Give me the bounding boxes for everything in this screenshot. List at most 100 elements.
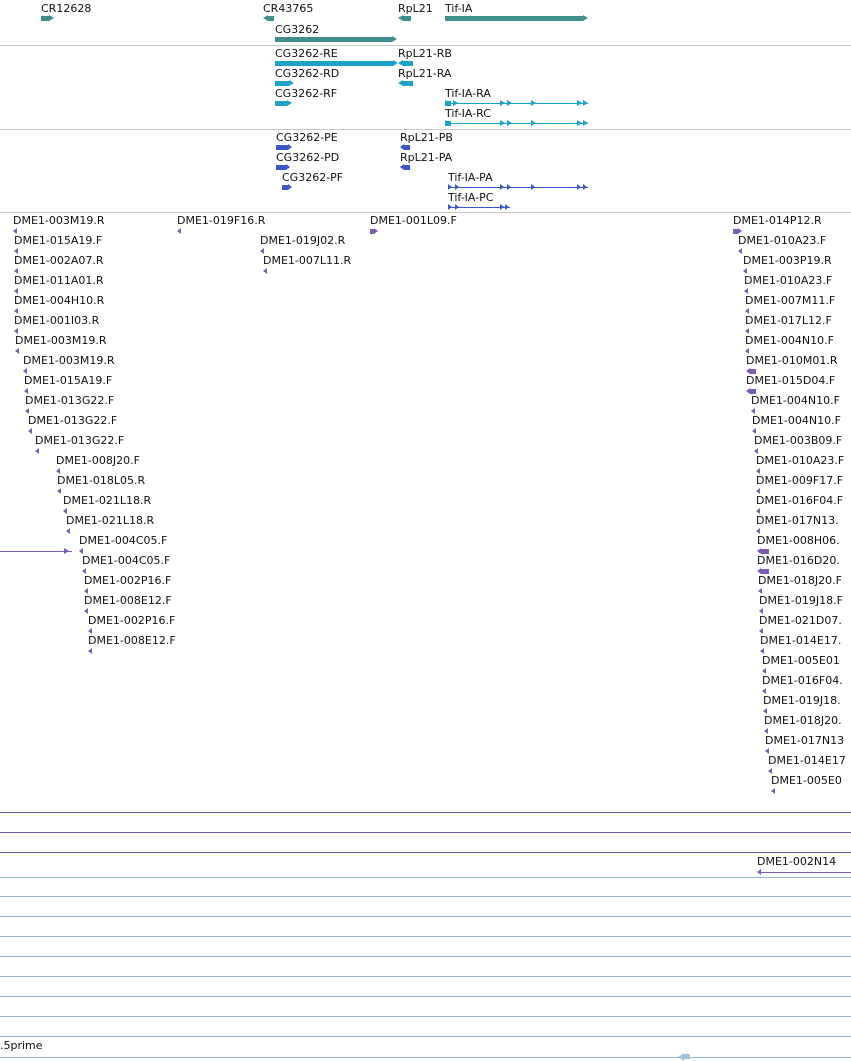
est-label[interactable]: DME1-010A23.F — [756, 454, 845, 467]
est-label[interactable]: DME1-005E0 — [771, 774, 842, 787]
protein-label-tif-ia-pc[interactable]: Tif-IA-PC — [448, 191, 494, 204]
protein-label-tif-ia-pa[interactable]: Tif-IA-PA — [448, 171, 493, 184]
est-label[interactable]: DME1-008H06. — [757, 534, 840, 547]
est-label[interactable]: DME1-018J20.F — [758, 574, 842, 587]
est-label[interactable]: DME1-021L18.R — [66, 514, 155, 527]
est-label[interactable]: DME1-013G22.F — [25, 394, 115, 407]
transcript-rpl21-ra[interactable] — [403, 81, 413, 86]
transcript-cg3262-rd[interactable] — [275, 81, 289, 86]
est-label[interactable]: DME1-013G22.F — [35, 434, 125, 447]
est-label[interactable]: DME1-010M01.R — [746, 354, 838, 367]
protein-label-rpl21-pb[interactable]: RpL21-PB — [400, 131, 453, 144]
protein-label-cg3262-pd[interactable]: CG3262-PD — [276, 151, 340, 164]
gene-label-cr12628[interactable]: CR12628 — [41, 2, 92, 15]
est-label[interactable]: DME1-017N13. — [756, 514, 839, 527]
transcript-label-rpl21-ra[interactable]: RpL21-RA — [398, 67, 452, 80]
est-label[interactable]: DME1-016F04.F — [756, 494, 844, 507]
est-label[interactable]: DME1-004C05.F — [82, 554, 171, 567]
est-label[interactable]: DME1-018L05.R — [57, 474, 146, 487]
est-label[interactable]: DME1-010A23.F — [744, 274, 833, 287]
protein-cg3262-pf[interactable] — [282, 185, 288, 190]
transcript-cg3262-rf[interactable] — [275, 101, 287, 106]
est-label[interactable]: DME1-004N10.F — [751, 394, 840, 407]
est-label[interactable]: DME1-002N14 — [757, 855, 837, 868]
est-label[interactable]: DME1-008E12.F — [88, 634, 176, 647]
est-alignment[interactable] — [750, 369, 756, 374]
est-label[interactable]: DME1-015A19.F — [24, 374, 113, 387]
est-label[interactable]: DME1-004N10.F — [745, 334, 834, 347]
est-label[interactable]: DME1-003P19.R — [743, 254, 832, 267]
est-label[interactable]: DME1-002P16.F — [84, 574, 172, 587]
est-label[interactable]: DME1-009F17.F — [756, 474, 844, 487]
est-label[interactable]: DME1-003B09.F — [754, 434, 843, 447]
est-label[interactable]: DME1-007M11.F — [745, 294, 836, 307]
est-label[interactable]: DME1-017L12.F — [745, 314, 832, 327]
est-label[interactable]: DME1-004H10.R — [14, 294, 105, 307]
est-alignment[interactable] — [370, 229, 374, 234]
protein-cg3262-pd[interactable] — [276, 165, 286, 170]
est-label[interactable]: DME1-021D07. — [759, 614, 842, 627]
est-label[interactable]: DME1-008J20.F — [56, 454, 140, 467]
protein-label-cg3262-pe[interactable]: CG3262-PE — [276, 131, 338, 144]
est-label[interactable]: DME1-011A01.R — [14, 274, 104, 287]
est-label[interactable]: DME1-007L11.R — [263, 254, 352, 267]
gene-label-cg3262[interactable]: CG3262 — [275, 23, 320, 36]
gene-label-tif-ia[interactable]: Tif-IA — [445, 2, 473, 15]
est-label[interactable]: DME1-014E17. — [760, 634, 842, 647]
transcript-label-tif-ia-ra[interactable]: Tif-IA-RA — [445, 87, 491, 100]
transcript-cg3262-re[interactable] — [275, 61, 393, 66]
protein-rpl21-pb[interactable] — [404, 145, 410, 150]
est-label[interactable]: DME1-003M19.R — [13, 214, 105, 227]
est-label[interactable]: DME1-001I03.R — [14, 314, 100, 327]
est-label[interactable]: DME1-003M19.R — [23, 354, 115, 367]
gene-rpl21[interactable] — [403, 16, 411, 21]
est-label[interactable]: DME1-017N13 — [765, 734, 845, 747]
est-label[interactable]: DME1-016F04. — [762, 674, 843, 687]
est-label[interactable]: DME1-003M19.R — [15, 334, 107, 347]
gene-label-cr43765[interactable]: CR43765 — [263, 2, 314, 15]
exon[interactable] — [445, 101, 451, 106]
est-label[interactable]: DME1-001L09.F — [370, 214, 457, 227]
est-label[interactable]: DME1-008E12.F — [84, 594, 172, 607]
est-label[interactable]: DME1-021L18.R — [63, 494, 152, 507]
est-label[interactable]: DME1-002P16.F — [88, 614, 176, 627]
est-label[interactable]: DME1-015D04.F — [746, 374, 836, 387]
transcript-rpl21-rb[interactable] — [403, 61, 413, 66]
est-label[interactable]: DME1-016D20. — [757, 554, 840, 567]
est-label[interactable]: DME1-005E01 — [762, 654, 840, 667]
est-label[interactable]: DME1-013G22.F — [28, 414, 118, 427]
gene-cg3262[interactable] — [275, 37, 392, 42]
est-label[interactable]: DME1-014E17 — [768, 754, 846, 767]
transcript-label-rpl21-rb[interactable]: RpL21-RB — [398, 47, 452, 60]
est-alignment[interactable] — [750, 389, 756, 394]
est-label[interactable]: DME1-004C05.F — [79, 534, 168, 547]
gene-tif-ia[interactable] — [445, 16, 583, 21]
transcript-label-cg3262-rf[interactable]: CG3262-RF — [275, 87, 338, 100]
exon[interactable] — [445, 121, 451, 126]
est-label[interactable]: DME1-018J20. — [764, 714, 842, 727]
est-label[interactable]: DME1-014P12.R — [733, 214, 822, 227]
est-label[interactable]: DME1-010A23.F — [738, 234, 827, 247]
protein-label-cg3262-pf[interactable]: CG3262-PF — [282, 171, 344, 184]
est-label[interactable]: DME1-004N10.F — [752, 414, 841, 427]
track-label-5prime[interactable]: .5prime — [0, 1039, 43, 1052]
est-label[interactable]: DME1-015A19.F — [14, 234, 103, 247]
est-label[interactable]: DME1-019J02.R — [260, 234, 346, 247]
est-alignment[interactable] — [761, 549, 769, 554]
transcript-label-cg3262-re[interactable]: CG3262-RE — [275, 47, 338, 60]
gene-cr12628[interactable] — [41, 16, 49, 21]
est-label[interactable]: DME1-002A07.R — [14, 254, 104, 267]
transcript-label-cg3262-rd[interactable]: CG3262-RD — [275, 67, 340, 80]
protein-cg3262-pe[interactable] — [276, 145, 288, 150]
transcript-label-tif-ia-rc[interactable]: Tif-IA-RC — [445, 107, 491, 120]
protein-label-rpl21-pa[interactable]: RpL21-PA — [400, 151, 453, 164]
est-label[interactable]: DME1-019J18. — [763, 694, 841, 707]
est-label[interactable]: DME1-019F16.R — [177, 214, 266, 227]
est-alignment[interactable] — [733, 229, 738, 234]
feature-5prime[interactable] — [684, 1054, 690, 1059]
est-alignment[interactable] — [761, 569, 769, 574]
gene-cr43765[interactable] — [268, 16, 274, 21]
protein-rpl21-pa[interactable] — [404, 165, 410, 170]
gene-label-rpl21[interactable]: RpL21 — [398, 2, 433, 15]
